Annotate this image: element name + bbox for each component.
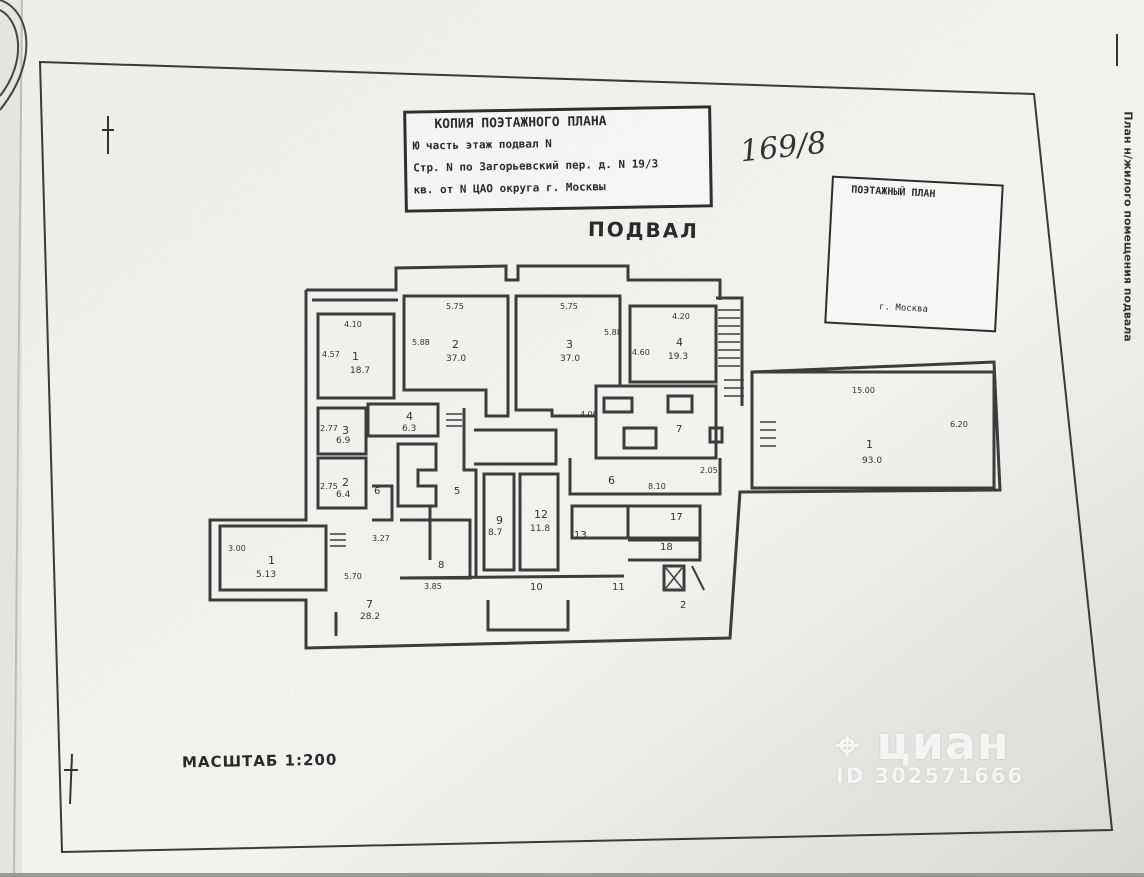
room-area: 11.8 <box>530 524 551 534</box>
scale-label: МАСШТАБ 1:200 <box>181 750 338 772</box>
room-dimension: 5.75 <box>560 302 578 311</box>
room-number: 1 <box>268 554 275 567</box>
stamp-heading: КОПИЯ ПОЭТАЖНОГО ПЛАНА <box>434 114 607 133</box>
room-area: 8.7 <box>488 528 503 538</box>
room-area: 6.9 <box>336 436 351 446</box>
side-stamp-city: г. Москва <box>878 302 929 315</box>
corridor-label: 6 <box>374 486 381 497</box>
stairs <box>330 309 776 591</box>
room-dimension: 5.88 <box>604 328 622 337</box>
corridor-label: 7 <box>676 424 683 435</box>
room-number: 6 <box>608 474 615 487</box>
room-dimension: 2.05 <box>700 466 718 475</box>
room-area: 6.4 <box>336 490 351 500</box>
room-dimension: 15.00 <box>852 386 875 395</box>
room-dimension: 3.00 <box>228 544 246 553</box>
drawing-frame <box>38 60 1114 854</box>
stamp-line-3: Стр. N по Загорьевский пер. д. N 19/3 <box>413 157 659 175</box>
room-dimension: 2.75 <box>320 482 338 491</box>
room-number: 3 <box>566 338 573 351</box>
room-number: 12 <box>534 508 548 521</box>
room-number: 2 <box>342 476 349 489</box>
watermark-pin-icon: ⌖ <box>836 723 860 769</box>
room-area: 19.3 <box>668 352 689 362</box>
plan-title: ПОДВАЛ <box>587 217 700 243</box>
room-number: 1 <box>866 438 873 451</box>
side-caption: План н/жилого помещения подвала <box>1121 111 1135 342</box>
room-area: 18.7 <box>350 366 371 376</box>
corridor-label: 10 <box>530 582 543 593</box>
corridor-label: 8 <box>438 560 445 571</box>
room-dimension: 3.85 <box>424 582 442 591</box>
room-number: 4 <box>406 410 413 423</box>
room-number: 3 <box>342 424 349 437</box>
room-area: 37.0 <box>446 354 467 364</box>
room-dimension: 2.77 <box>320 424 338 433</box>
watermark-logo: ⌖ циан <box>836 716 1010 770</box>
copy-stamp: КОПИЯ ПОЭТАЖНОГО ПЛАНА Ю часть этаж подв… <box>403 105 713 213</box>
room-number: 1 <box>352 350 359 363</box>
room-dimension: 5.70 <box>344 572 362 581</box>
corridor-label: 11 <box>612 582 625 593</box>
stamp-line-2: Ю часть этаж подвал N <box>412 137 552 153</box>
room-dimension: 5.75 <box>446 302 464 311</box>
corridor-label: 5 <box>454 486 461 497</box>
room-dimension: 5.88 <box>412 338 430 347</box>
corridor-label: 2 <box>680 600 687 611</box>
room-area: 93.0 <box>862 456 883 466</box>
corridor-label: 18 <box>660 542 673 553</box>
side-stamp: ПОЭТАЖНЫЙ ПЛАН г. Москва <box>824 175 1004 333</box>
stamp-line-4: кв. от N ЦАО округа г. Москвы <box>413 180 606 197</box>
room-dimension: 3.27 <box>372 534 390 543</box>
watermark-id: ID 302571666 <box>836 764 1025 788</box>
room-number: 4 <box>676 336 683 349</box>
watermark-logo-text: циан <box>876 716 1010 770</box>
room-dimension: 4.60 <box>632 348 650 357</box>
round-seal-fragment <box>0 0 28 111</box>
room-dimension: 4.10 <box>344 320 362 329</box>
room-area: 5.13 <box>256 570 277 580</box>
room-dimension: 6.20 <box>950 420 968 429</box>
room-dimension: 4.57 <box>322 350 340 359</box>
room-number: 7 <box>366 598 373 611</box>
corridor-label: 13 <box>574 530 587 541</box>
room-number: 9 <box>496 514 503 527</box>
room-dimension: 8.10 <box>648 482 666 491</box>
room-area: 28.2 <box>360 612 381 622</box>
room-area: 37.0 <box>560 354 581 364</box>
plan-walls <box>208 264 1002 650</box>
room-dimension: 4.00 <box>580 410 598 419</box>
room-number: 2 <box>452 338 459 351</box>
corridor-label: 17 <box>670 512 683 523</box>
room-area: 6.3 <box>402 424 417 434</box>
side-stamp-heading: ПОЭТАЖНЫЙ ПЛАН <box>850 184 936 201</box>
room-dimension: 4.20 <box>672 312 690 321</box>
